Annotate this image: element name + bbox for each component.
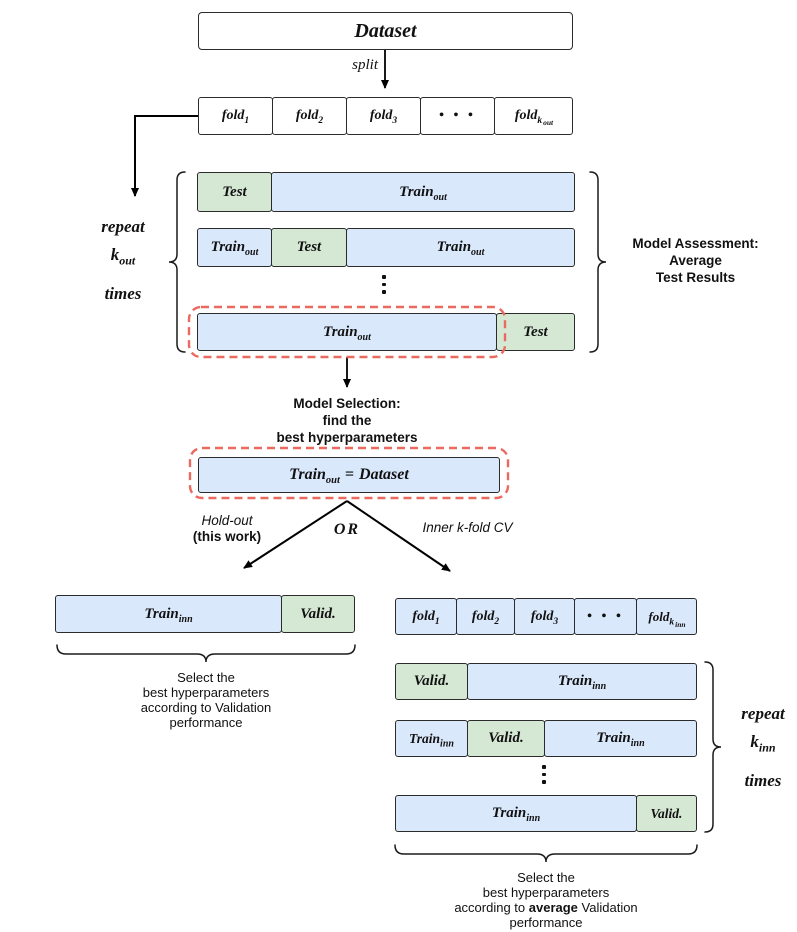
repeat-elbow-arrow xyxy=(131,115,198,197)
inner-row3-train-cell: Traininn xyxy=(395,795,637,832)
outer-fold-k-label: foldkout xyxy=(514,108,554,128)
outer-fold-k-cell: foldkout xyxy=(494,97,573,135)
inner-caption: Select the best hyperparameters accordin… xyxy=(454,870,638,930)
horizontal-ellipsis-icon: • • • xyxy=(587,608,624,624)
outer-row1-test-cell: Test xyxy=(197,172,272,212)
inner-underbrace xyxy=(394,844,698,863)
outer-fold-1-label: fold1 xyxy=(221,108,250,126)
outer-fold-1-cell: fold1 xyxy=(198,97,273,135)
inner-row2-valid-cell: Valid. xyxy=(467,720,545,757)
holdout-branch-label: Hold-out xyxy=(201,513,253,528)
holdout-valid-cell: Valid. xyxy=(281,595,355,633)
inner-kfold-branch-label: Inner k-fold CV xyxy=(422,520,513,535)
this-work-label: (this work) xyxy=(192,529,262,544)
outer-repeat-label: repeat kout times xyxy=(101,217,145,304)
outer-row3-test-cell: Test xyxy=(496,313,575,351)
inner-fold-3-cell: fold3 xyxy=(514,598,575,635)
inner-row1-train-cell: Traininn xyxy=(467,663,697,700)
trainout-equals-dataset-box: Trainout=Dataset xyxy=(198,457,500,493)
outer-vertical-ellipsis-icon xyxy=(382,275,386,294)
outer-fold-3-label: fold3 xyxy=(369,108,398,126)
inner-right-brace xyxy=(704,661,722,833)
outer-fold-2-label: fold2 xyxy=(295,108,324,126)
inner-row2-train-right-cell: Traininn xyxy=(544,720,697,757)
outer-row2-train-left-cell: Trainout xyxy=(197,228,272,267)
or-label: OR xyxy=(333,521,361,538)
outer-row2-test-cell: Test xyxy=(271,228,347,267)
inner-fold-1-cell: fold1 xyxy=(395,598,457,635)
model-assessment-note: Model Assessment: Average Test Results xyxy=(632,236,759,285)
outer-fold-2-cell: fold2 xyxy=(272,97,347,135)
model-selection-note: Model Selection: find the best hyperpara… xyxy=(276,396,418,445)
inner-vertical-ellipsis-icon xyxy=(542,765,546,784)
outer-row2-train-right-cell: Trainout xyxy=(346,228,575,267)
split-label: split xyxy=(352,57,378,73)
inner-row1-valid-cell: Valid. xyxy=(395,663,468,700)
dataset-box: Dataset xyxy=(198,12,573,50)
outer-fold-3-cell: fold3 xyxy=(346,97,421,135)
inner-fold-2-cell: fold2 xyxy=(456,598,515,635)
holdout-underbrace xyxy=(56,644,356,663)
inner-fold-ellipsis-cell: • • • xyxy=(574,598,637,635)
holdout-train-cell: Traininn xyxy=(55,595,282,633)
outer-row1-train-cell: Trainout xyxy=(271,172,575,212)
inner-fold-k-cell: foldkinn xyxy=(636,598,697,635)
dataset-label: Dataset xyxy=(354,19,417,42)
inner-row3-valid-cell: Valid. xyxy=(636,795,697,832)
inner-repeat-label: repeat kinn times xyxy=(741,704,785,791)
holdout-caption: Select the best hyperparameters accordin… xyxy=(140,670,272,730)
outer-row3-train-cell: Trainout xyxy=(197,313,497,351)
inner-row2-train-left-cell: Traininn xyxy=(395,720,468,757)
horizontal-ellipsis-icon: • • • xyxy=(439,108,476,123)
outer-fold-ellipsis-cell: • • • xyxy=(420,97,495,135)
